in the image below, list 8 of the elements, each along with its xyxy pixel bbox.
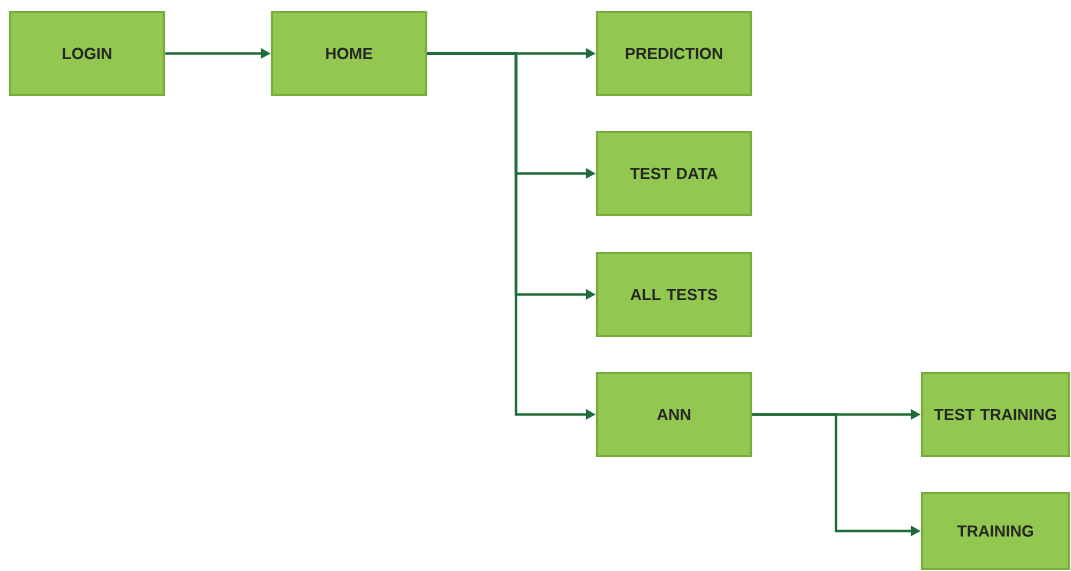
process-box: TEST DATA [595,130,753,217]
process-box: PREDICTION [595,10,753,97]
process-box: ALL TESTS [595,251,753,338]
process-box: LOGIN [8,10,166,97]
process-box: TEST TRAINING [920,371,1071,458]
process-box: ANN [595,371,753,458]
process-box: TRAINING [920,491,1071,571]
process-box: HOME [270,10,428,97]
